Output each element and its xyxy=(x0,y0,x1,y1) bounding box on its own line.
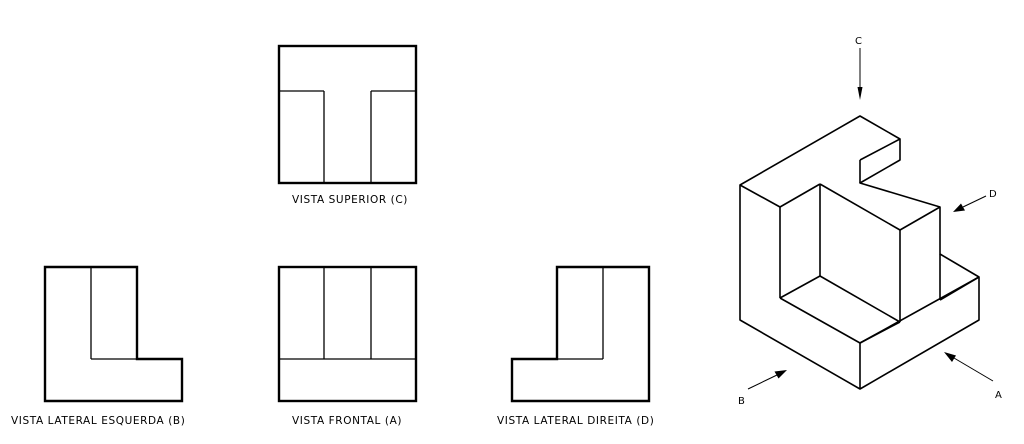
isometric-edge xyxy=(819,275,901,323)
isometric-edge xyxy=(819,183,901,231)
arrowhead-icon xyxy=(857,87,863,100)
top-view xyxy=(277,44,418,185)
front-view-outline xyxy=(277,265,418,403)
top-view-outline xyxy=(277,44,418,185)
arrowhead-icon xyxy=(953,203,965,212)
isometric-edge xyxy=(779,183,821,208)
isometric-edge xyxy=(859,138,901,161)
arrowhead-icon xyxy=(774,370,787,379)
isometric-edge xyxy=(739,184,781,208)
isometric-edge xyxy=(939,276,980,301)
front-view xyxy=(277,265,418,403)
direction-label-a: A xyxy=(995,390,1002,401)
direction-arrow-a xyxy=(944,352,994,382)
isometric-edge xyxy=(779,297,861,344)
right-side-view xyxy=(510,265,651,403)
isometric-silhouette xyxy=(739,115,980,390)
right-side-view-outline xyxy=(510,265,651,403)
top-view-label: VISTA SUPERIOR (C) xyxy=(292,194,408,206)
left-side-view xyxy=(43,265,184,403)
front-view-label: VISTA FRONTAL (A) xyxy=(292,415,402,427)
direction-arrow-c xyxy=(857,48,863,100)
isometric-view xyxy=(739,115,980,390)
direction-label-d: D xyxy=(989,189,997,200)
direction-label-c: C xyxy=(855,36,862,47)
isometric-edge xyxy=(779,275,821,299)
isometric-edge xyxy=(899,206,941,231)
direction-arrow-d xyxy=(953,195,987,212)
direction-arrow-b xyxy=(747,370,787,390)
left-side-view-label: VISTA LATERAL ESQUERDA (B) xyxy=(11,415,185,427)
right-side-view-label: VISTA LATERAL DIREITA (D) xyxy=(497,415,654,427)
arrowhead-icon xyxy=(944,352,956,362)
left-side-view-outline xyxy=(43,265,184,403)
direction-label-b: B xyxy=(738,396,745,407)
